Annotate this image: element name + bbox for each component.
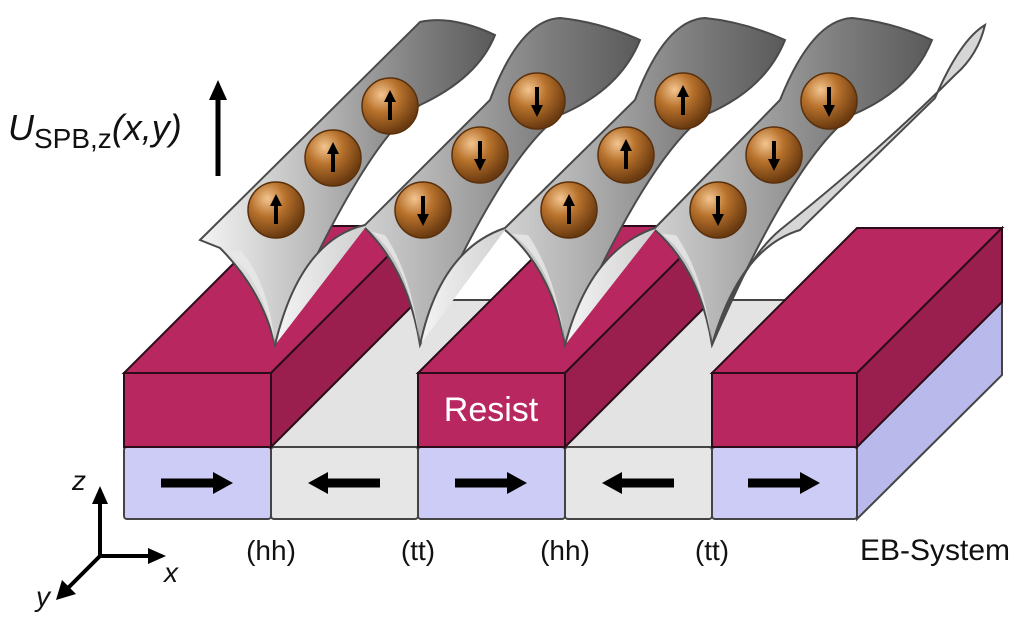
- particle-3-1: [654, 72, 712, 130]
- resist-stripe-3-front: [711, 372, 858, 448]
- particle-4-1: [800, 72, 858, 130]
- magnetization-arrow-4: [602, 472, 674, 494]
- potential-up-arrow-head: [209, 80, 227, 100]
- particle-1-2: [304, 129, 362, 187]
- trough-4-inner: [662, 234, 712, 345]
- domain-wall-label-2: (tt): [401, 535, 435, 566]
- coordinate-axes: z x y: [34, 465, 179, 612]
- domain-wall-label-3: (hh): [540, 535, 590, 566]
- x-axis-head: [148, 548, 166, 564]
- trough-3-inner: [512, 234, 565, 345]
- particle-4-3: [689, 181, 747, 239]
- potential-lip: [711, 22, 987, 346]
- z-axis-label: z: [71, 465, 86, 496]
- particles-group: [247, 72, 858, 239]
- resist-label: Resist: [444, 391, 539, 429]
- potential-symbol: U: [8, 107, 35, 148]
- magnetization-arrow-3: [455, 472, 527, 494]
- potential-label: USPB,z(x,y): [8, 107, 182, 154]
- potential-subscript: SPB,z: [34, 123, 112, 154]
- resist-stripe-2-front: [417, 372, 566, 448]
- y-axis-line: [64, 554, 102, 592]
- particle-2-3: [394, 181, 452, 239]
- magnetization-arrow-1: [161, 472, 233, 494]
- particle-2-1: [508, 72, 566, 130]
- domain-wall-label-4: (tt): [695, 535, 729, 566]
- magnetization-arrow-5: [748, 472, 820, 494]
- y-axis-label: y: [34, 581, 52, 612]
- y-axis-head: [56, 580, 76, 600]
- particle-3-3: [540, 181, 598, 239]
- magnetization-arrows: [161, 472, 820, 494]
- potential-label-group: USPB,z(x,y): [8, 80, 227, 176]
- potential-args: (x,y): [112, 107, 182, 148]
- eb-system-label: EB-System: [860, 534, 1010, 567]
- domain-wall-labels: (hh) (tt) (hh) (tt) EB-System: [246, 534, 1010, 567]
- trough-1-inner: [228, 250, 275, 345]
- eb-system-layer: [123, 299, 1003, 522]
- particle-1-3: [247, 181, 305, 239]
- z-axis-head: [92, 486, 108, 504]
- resist-stripe-1-front: [123, 372, 272, 448]
- particle-2-2: [451, 126, 509, 184]
- potential-landscape: [198, 16, 987, 349]
- particle-1-1: [361, 77, 419, 135]
- particle-3-2: [597, 126, 655, 184]
- domain-wall-label-1: (hh): [246, 535, 296, 566]
- x-axis-label: x: [162, 557, 179, 588]
- particle-4-2: [745, 126, 803, 184]
- trough-2-inner: [372, 232, 420, 345]
- magnetization-arrow-2: [308, 472, 380, 494]
